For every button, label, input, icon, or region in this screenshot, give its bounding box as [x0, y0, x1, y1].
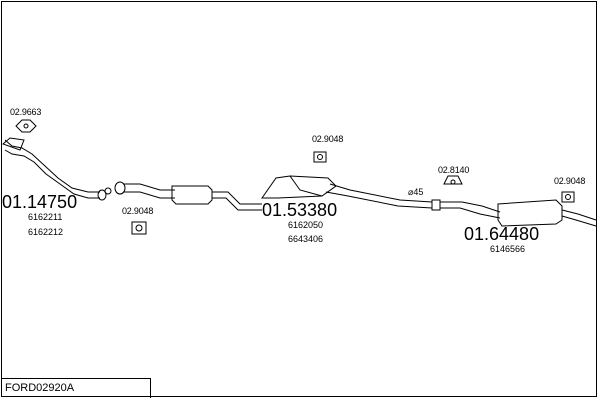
rear-pipe-drawing	[431, 199, 597, 227]
intermediate-pipe-drawing	[114, 181, 262, 211]
middle-part-number: 01.53380	[262, 200, 338, 220]
hanger-code: 02.8140	[438, 165, 470, 175]
middle-ref-1: 6162050	[288, 220, 324, 230]
mount-a-drawing	[131, 221, 147, 235]
front-ref-2: 6162212	[28, 227, 64, 237]
front-clamp-code: 02.9663	[10, 107, 42, 117]
front-ref-1: 6162211	[28, 212, 63, 222]
front-part-number: 01.14750	[2, 192, 78, 212]
middle-muffler-drawing	[261, 175, 433, 209]
mount-c-code: 02.9048	[554, 176, 586, 186]
mount-c-drawing	[561, 191, 575, 203]
front-clamp-drawing	[15, 119, 37, 133]
middle-ref-2: 6643406	[288, 234, 324, 244]
rear-ref-1: 6146566	[490, 244, 526, 254]
mount-a-code: 02.9048	[122, 206, 154, 216]
diagram-code: FORD02920A	[5, 382, 75, 394]
rear-part-number: 01.64480	[464, 224, 540, 244]
mount-b-drawing	[313, 151, 327, 163]
diagram-code-box: FORD02920A	[1, 378, 151, 398]
hanger-drawing	[443, 175, 463, 185]
pipe-diameter: ⌀45	[408, 187, 424, 197]
front-pipe-drawing	[2, 137, 112, 201]
mount-b-code: 02.9048	[312, 134, 344, 144]
